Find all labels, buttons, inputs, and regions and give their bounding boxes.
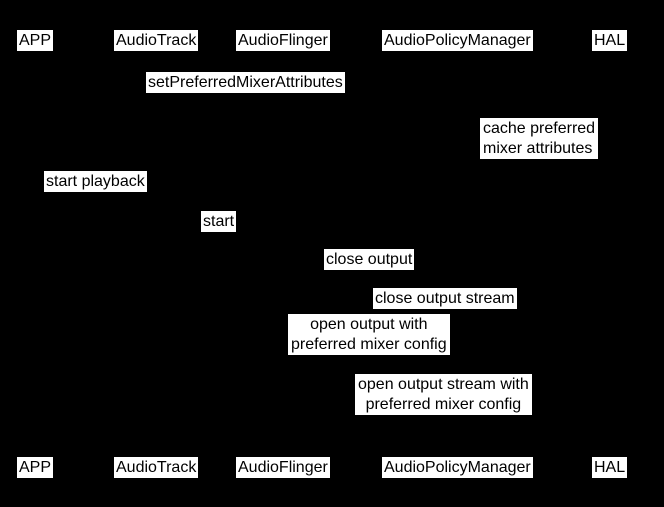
message-close-output-stream: close output stream xyxy=(373,288,517,309)
message-open-output-stream-with-preferred-mixer-config: open output stream with preferred mixer … xyxy=(355,374,532,415)
message-line: mixer attributes xyxy=(483,139,593,157)
participant-top-audiopolicymanager: AudioPolicyManager xyxy=(382,30,533,51)
message-set-preferred-mixer-attributes: setPreferredMixerAttributes xyxy=(146,72,345,93)
message-close-output: close output xyxy=(324,249,415,270)
participant-bottom-audiotrack: AudioTrack xyxy=(114,457,199,478)
message-cache-preferred-mixer-attributes: cache preferred mixer attributes xyxy=(480,118,599,159)
participant-bottom-audioflinger: AudioFlinger xyxy=(236,457,330,478)
participant-bottom-app: APP xyxy=(17,457,54,478)
message-line: preferred mixer config xyxy=(365,395,522,413)
participant-top-hal: HAL xyxy=(592,30,628,51)
message-line: open output stream with xyxy=(358,376,529,393)
message-open-output-with-preferred-mixer-config: open output with preferred mixer config xyxy=(288,314,450,355)
participant-bottom-hal: HAL xyxy=(592,457,628,478)
message-start: start xyxy=(201,211,237,232)
message-line: cache preferred xyxy=(483,120,596,137)
participant-bottom-audiopolicymanager: AudioPolicyManager xyxy=(382,457,533,478)
message-start-playback: start playback xyxy=(44,171,147,192)
message-line: preferred mixer config xyxy=(291,335,447,353)
message-line: open output with xyxy=(310,316,428,333)
participant-top-audioflinger: AudioFlinger xyxy=(236,30,330,51)
participant-top-app: APP xyxy=(17,30,54,51)
participant-top-audiotrack: AudioTrack xyxy=(114,30,199,51)
